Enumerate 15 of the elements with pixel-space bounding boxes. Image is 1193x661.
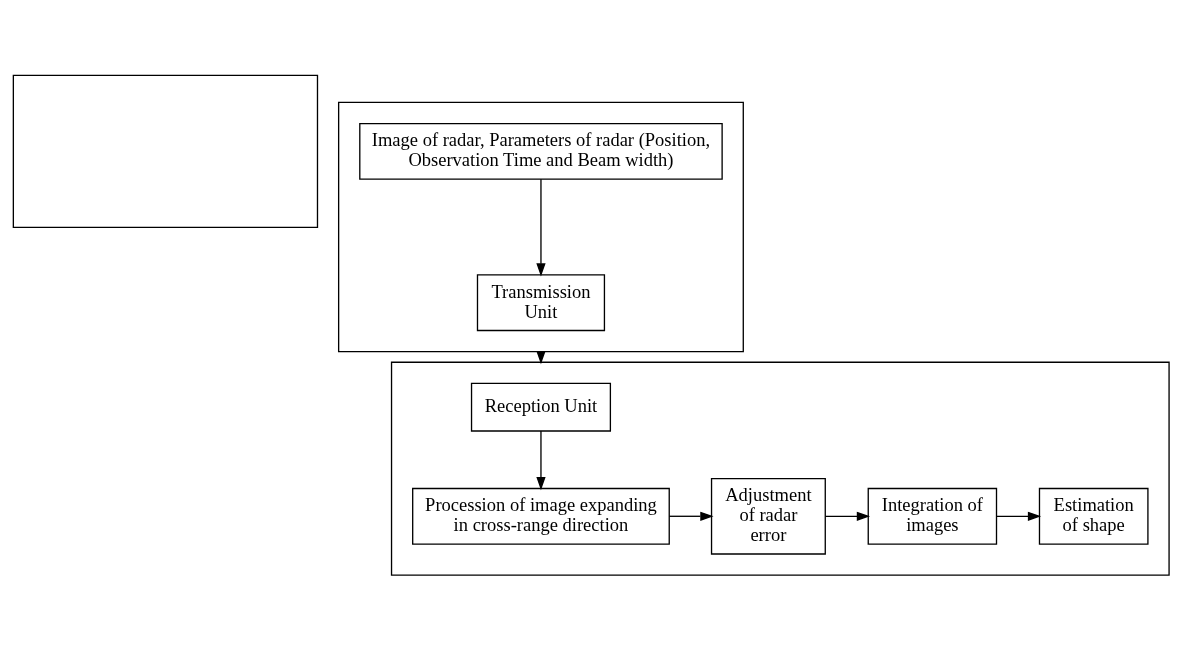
- arrow: [668, 511, 714, 521]
- node-box: Transmission Unit: [476, 274, 606, 332]
- arrow: [536, 178, 546, 277]
- node-box: Reception Unit: [470, 382, 612, 432]
- arrow: [996, 511, 1042, 521]
- cluster: [390, 361, 1170, 576]
- node-box: Estimation of shape: [1038, 487, 1149, 545]
- node-box: Image of radar, Parameters of radar (Position, Observation Time and Beam width): [359, 122, 723, 180]
- node-box: Adjustment of radar error: [710, 477, 826, 555]
- arrow: [824, 511, 871, 521]
- arrow: [536, 430, 546, 491]
- node-box: [12, 74, 319, 228]
- cluster: [337, 101, 744, 353]
- node-box: Procession of image expanding in cross-range direction: [412, 487, 670, 545]
- node-box: Integration of images: [867, 487, 998, 545]
